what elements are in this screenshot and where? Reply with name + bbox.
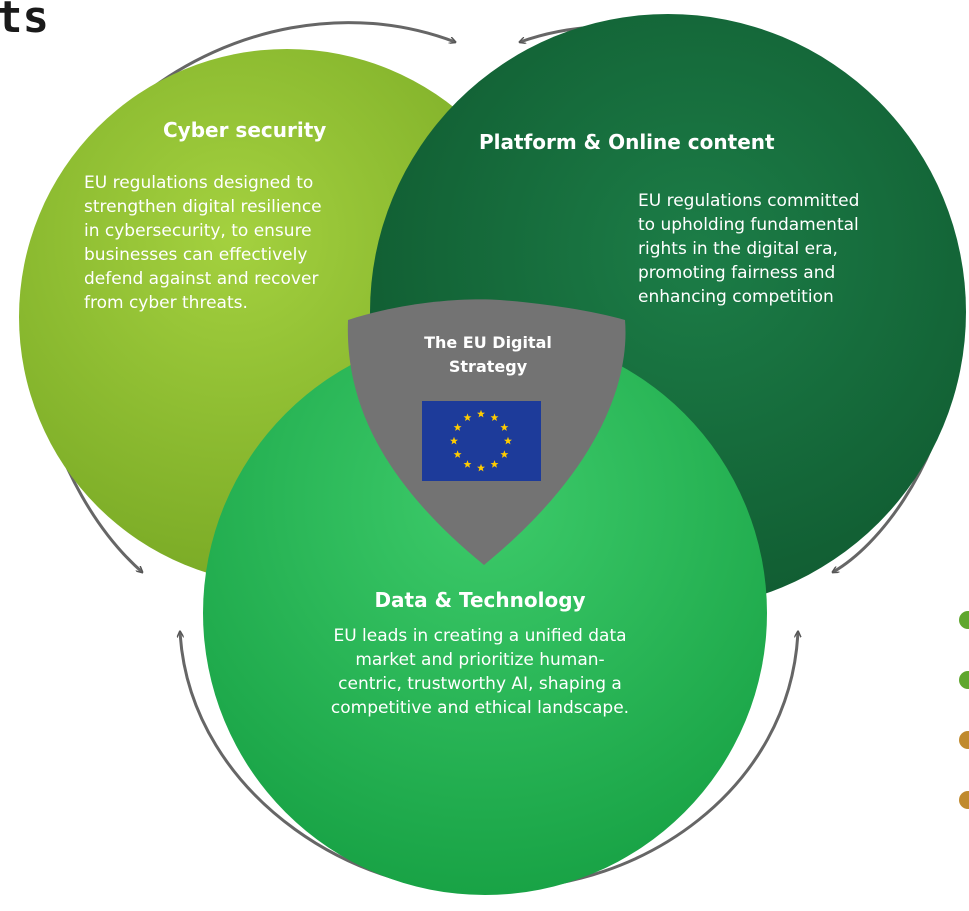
strategy-line: Strategy bbox=[448, 357, 528, 376]
platform-line: to upholding fundamental bbox=[638, 215, 859, 235]
eu-star bbox=[463, 460, 472, 468]
cyber-security-text: EU regulations designed to strengthen di… bbox=[84, 171, 384, 315]
data-line: market and prioritize human- bbox=[355, 650, 605, 670]
platform-line: rights in the digital era, bbox=[638, 239, 838, 259]
cyber-line: defend against and recover bbox=[84, 269, 319, 289]
eu-star bbox=[477, 409, 485, 418]
eu-star bbox=[504, 436, 512, 445]
strategy-line: The EU Digital bbox=[424, 333, 552, 352]
platform-text: EU regulations committed to upholding fu… bbox=[638, 189, 938, 309]
eu-star bbox=[450, 436, 458, 445]
cyber-security-title: Cyber security bbox=[163, 118, 327, 142]
eu-star bbox=[453, 450, 462, 458]
eu-star bbox=[490, 413, 499, 422]
eu-star bbox=[477, 463, 485, 472]
side-bullet bbox=[959, 731, 969, 749]
cyber-line: businesses can effectively bbox=[84, 245, 308, 265]
eu-star bbox=[453, 423, 462, 431]
data-technology-text: EU leads in creating a unified data mark… bbox=[280, 624, 680, 720]
side-bullets bbox=[959, 611, 969, 809]
eu-star bbox=[463, 413, 472, 422]
eu-star bbox=[500, 450, 509, 458]
cyber-line: EU regulations designed to bbox=[84, 173, 314, 193]
eu-star bbox=[500, 423, 509, 431]
data-technology-title: Data & Technology bbox=[374, 588, 586, 612]
cyber-line: from cyber threats. bbox=[84, 293, 248, 313]
side-bullet bbox=[959, 671, 969, 689]
platform-title: Platform & Online content bbox=[479, 130, 775, 154]
data-line: competitive and ethical landscape. bbox=[330, 698, 630, 718]
data-technology-circle bbox=[203, 331, 767, 895]
platform-line: promoting fairness and bbox=[638, 263, 836, 283]
data-line: centric, trustworthy AI, shaping a bbox=[338, 674, 622, 694]
page-title-fragment: ts bbox=[0, 0, 49, 43]
data-line: EU leads in creating a unified data bbox=[333, 626, 627, 646]
strategy-title: The EU Digital Strategy bbox=[388, 331, 588, 379]
side-bullet bbox=[959, 791, 969, 809]
platform-line: enhancing competition bbox=[638, 287, 834, 307]
eu-stars bbox=[450, 409, 512, 472]
eu-star bbox=[490, 460, 499, 468]
cyber-line: strengthen digital resilience bbox=[84, 197, 322, 217]
side-bullet bbox=[959, 611, 969, 629]
platform-line: EU regulations committed bbox=[638, 191, 860, 211]
cyber-line: in cybersecurity, to ensure bbox=[84, 221, 312, 241]
